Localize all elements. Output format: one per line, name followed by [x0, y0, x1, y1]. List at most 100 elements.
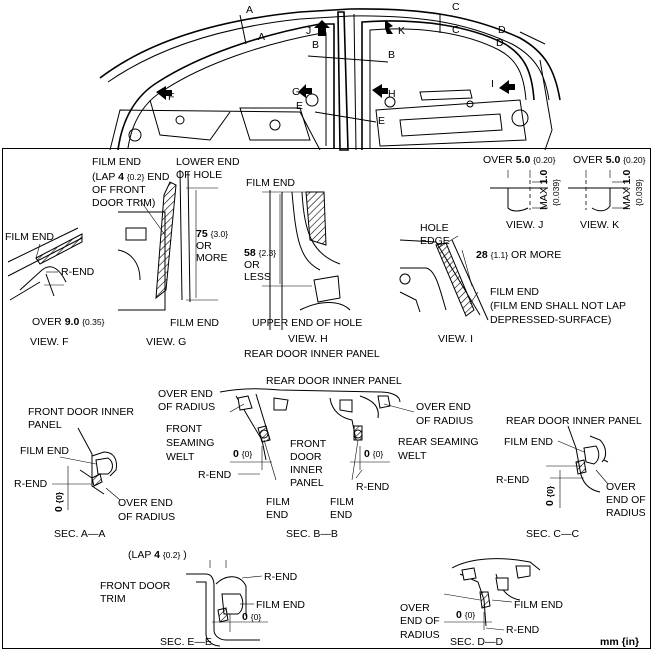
- sec-b: REAR DOOR INNER PANEL OVER END OF RADIUS…: [158, 375, 479, 540]
- view-h-subcaption: REAR DOOR INNER PANEL: [244, 348, 380, 360]
- sec-b-front: FRONT: [166, 423, 203, 435]
- view-i-film-end: FILM END: [490, 286, 539, 298]
- sec-a-film-end: FILM END: [20, 445, 69, 457]
- sec-b-zero-r: 0 {0}: [364, 448, 383, 460]
- letter-b2: B: [388, 49, 395, 61]
- sec-c: REAR DOOR INNER PANEL FILM END R-END 0 {…: [496, 415, 646, 540]
- view-h-caption: VIEW. H: [288, 333, 328, 345]
- view-h-or: OR: [244, 259, 260, 271]
- letter-d1: D: [498, 24, 506, 36]
- sec-b-panel: PANEL: [290, 477, 324, 489]
- sec-b-r-end-r: R-END: [356, 481, 390, 493]
- sec-b-film-l2: END: [266, 509, 289, 521]
- sec-d-caption: SEC. D—D: [450, 636, 504, 648]
- view-g-caption: VIEW. G: [146, 336, 186, 348]
- view-h-upper-end: UPPER END OF HOLE: [252, 317, 362, 329]
- view-g-door-trim: DOOR TRIM): [92, 197, 155, 209]
- letter-a1: A: [246, 4, 253, 16]
- sec-a-r-end: R-END: [14, 478, 48, 490]
- letter-e2: E: [378, 115, 385, 127]
- sec-d-over: OVER: [400, 602, 430, 614]
- view-i: HOLE EDGE 28 {1.1} OR MORE FILM END (FIL…: [399, 222, 626, 345]
- letter-f: F: [168, 91, 174, 103]
- sec-d: OVER END OF RADIUS FILM END 0 {0} R-END …: [400, 558, 563, 648]
- view-i-edge: EDGE: [420, 235, 450, 247]
- sec-a-front-door-inner: FRONT DOOR INNER: [28, 406, 134, 418]
- sec-b-of-radius-l: OF RADIUS: [158, 401, 215, 413]
- sec-e-front-door: FRONT DOOR: [100, 580, 171, 592]
- sec-b-film-l1: FILM: [266, 496, 290, 508]
- sec-d-radius: RADIUS: [400, 629, 440, 641]
- sec-c-end-of: END OF: [606, 494, 646, 506]
- view-i-hole: HOLE: [420, 222, 449, 234]
- view-j-max: MAX 1.0: [538, 170, 550, 210]
- view-i-note1: (FILM END SHALL NOT LAP: [490, 300, 626, 312]
- letter-d2: D: [496, 37, 504, 49]
- sec-e-trim: TRIM: [100, 593, 126, 605]
- view-k-caption: VIEW. K: [580, 219, 619, 231]
- sec-a-over-end: OVER END: [118, 497, 173, 509]
- letter-b1: B: [312, 39, 319, 51]
- view-j: OVER 5.0 {0.20} MAX 1.0 {0.039} VIEW. J: [483, 154, 561, 231]
- letter-k: K: [398, 25, 405, 37]
- sec-b-over-end-r: OVER END: [416, 401, 471, 413]
- sec-a-of-radius: OF RADIUS: [118, 511, 175, 523]
- view-g-film-end-top: FILM END: [92, 156, 141, 168]
- sec-c-film-end: FILM END: [504, 436, 553, 448]
- view-f-r-end: R-END: [61, 266, 95, 278]
- sec-b-seaming: SEAMING: [166, 437, 214, 449]
- view-g-lower-end: LOWER END: [176, 156, 240, 168]
- sec-d-film-end: FILM END: [514, 599, 563, 611]
- sec-b-rear-seaming: REAR SEAMING: [398, 436, 479, 448]
- detail-frame: [2, 148, 651, 649]
- view-g-dim: 75 {3.0}: [196, 228, 228, 240]
- sec-b-door: DOOR: [290, 451, 322, 463]
- units-label: mm {in}: [600, 636, 639, 648]
- view-i-dim: 28 {1.1} OR MORE: [476, 249, 561, 261]
- sec-b-front2: FRONT: [290, 438, 327, 450]
- view-f-film-end: FILM END: [5, 231, 54, 243]
- letter-i: I: [491, 78, 494, 90]
- letter-h: H: [388, 88, 396, 100]
- view-j-caption: VIEW. J: [506, 219, 543, 231]
- sec-e-r-end: R-END: [264, 571, 298, 583]
- sec-a-panel: PANEL: [28, 419, 62, 431]
- view-g: FILM END (LAP 4 {0.2} END OF FRONT DOOR …: [92, 156, 240, 348]
- sec-a-caption: SEC. A—A: [54, 528, 105, 540]
- sec-c-zero: 0 {0}: [544, 485, 556, 506]
- sec-b-welt: WELT: [166, 451, 195, 463]
- sec-b-over-end-l: OVER END: [158, 388, 213, 400]
- letter-j: J: [306, 25, 311, 37]
- view-g-film-end-bottom: FILM END: [170, 317, 219, 329]
- sec-b-welt2: WELT: [398, 450, 427, 462]
- view-i-caption: VIEW. I: [438, 333, 473, 345]
- sec-d-end-of: END OF: [400, 615, 440, 627]
- sec-a-zero: 0 {0}: [53, 491, 65, 512]
- sec-c-radius: RADIUS: [606, 507, 646, 519]
- view-k: OVER 5.0 {0.20} MAX 1.0 {0.039} VIEW. K: [568, 154, 646, 231]
- view-k-over: OVER 5.0 {0.20}: [573, 154, 646, 166]
- sec-b-rear-door-inner: REAR DOOR INNER PANEL: [266, 375, 402, 387]
- view-k-max-in: {0.039}: [634, 179, 644, 206]
- view-j-over: OVER 5.0 {0.20}: [483, 154, 556, 166]
- sec-c-r-end: R-END: [496, 474, 530, 486]
- letter-c1: C: [452, 1, 460, 13]
- sec-b-inner: INNER: [290, 464, 323, 476]
- letter-e1: E: [296, 100, 303, 112]
- view-j-max-in: {0.039}: [551, 179, 561, 206]
- sec-c-caption: SEC. C—C: [526, 528, 580, 540]
- view-h: FILM END 58 {2.3} OR LESS UPPER END OF H…: [244, 177, 380, 360]
- sec-b-film-r2: END: [330, 509, 353, 521]
- sec-b-zero-l: 0 {0}: [233, 448, 252, 460]
- sec-b-of-radius-r: OF RADIUS: [416, 415, 473, 427]
- view-h-less: LESS: [244, 271, 271, 283]
- sec-b-caption: SEC. B—B: [286, 528, 338, 540]
- view-h-film-end: FILM END: [246, 177, 295, 189]
- view-g-or: OR: [196, 240, 212, 252]
- view-k-max: MAX 1.0: [621, 170, 633, 210]
- sec-a: FRONT DOOR INNER PANEL FILM END R-END 0 …: [14, 406, 175, 540]
- sec-e-lap: (LAP 4 {0.2} ): [128, 549, 187, 561]
- sec-e-film-end: FILM END: [256, 599, 305, 611]
- sec-b-film-r1: FILM: [330, 496, 354, 508]
- sec-d-r-end: R-END: [506, 624, 540, 636]
